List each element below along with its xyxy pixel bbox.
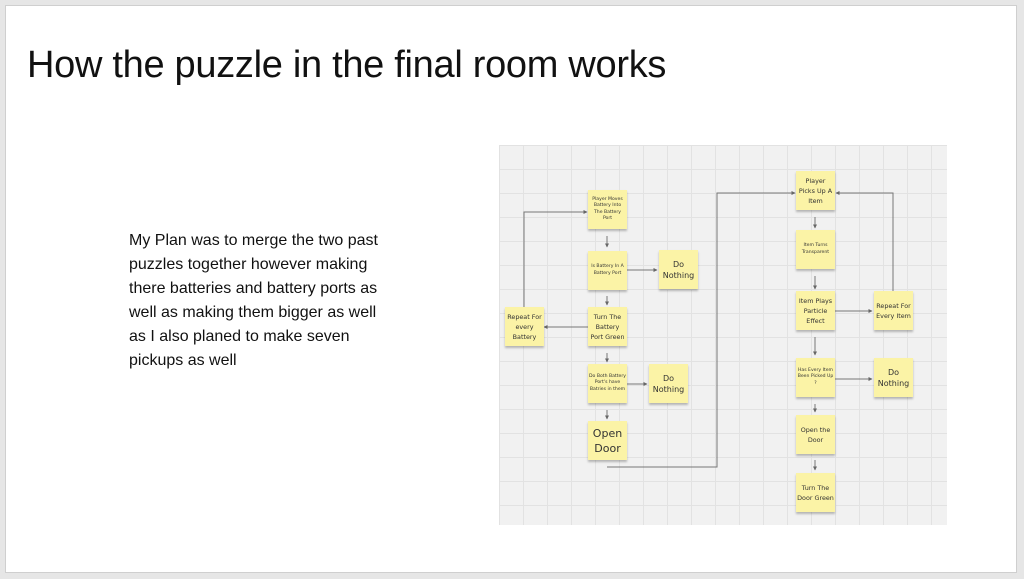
flowchart-diagram xyxy=(499,145,947,525)
slide-title: How the puzzle in the final room works xyxy=(27,44,667,86)
note-do-nothing: Do Nothing xyxy=(659,250,698,289)
note-do-nothing: Do Nothing xyxy=(649,364,688,403)
note-player-picks-up-item: Player Picks Up A Item xyxy=(796,171,835,210)
note-open-the-door: Open the Door xyxy=(796,415,835,454)
note-both-ports-have-batteries: Do Both Battery Port's have Batries in t… xyxy=(588,364,627,403)
note-player-moves-battery: Player Moves Battery Into The Battery Po… xyxy=(588,190,627,229)
note-turn-door-green: Turn The Door Green xyxy=(796,473,835,512)
slide-body-text: My Plan was to merge the two past puzzle… xyxy=(129,232,378,369)
note-open-door: Open Door xyxy=(588,421,627,460)
note-turn-port-green: Turn The Battery Port Green xyxy=(588,307,627,346)
note-repeat-every-item: Repeat For Every Item xyxy=(874,291,913,330)
note-do-nothing: Do Nothing xyxy=(874,358,913,397)
note-item-plays-particle-effect: Item Plays Particle Effect xyxy=(796,291,835,330)
note-every-item-picked-up: Has Every Item Been Picked Up ? xyxy=(796,358,835,397)
note-item-turns-transparent: Item Turns Transparent xyxy=(796,230,835,269)
note-is-battery-in-port: Is Battery In A Battery Port xyxy=(588,251,627,290)
note-repeat-every-battery: Repeat For every Battery xyxy=(505,307,544,346)
